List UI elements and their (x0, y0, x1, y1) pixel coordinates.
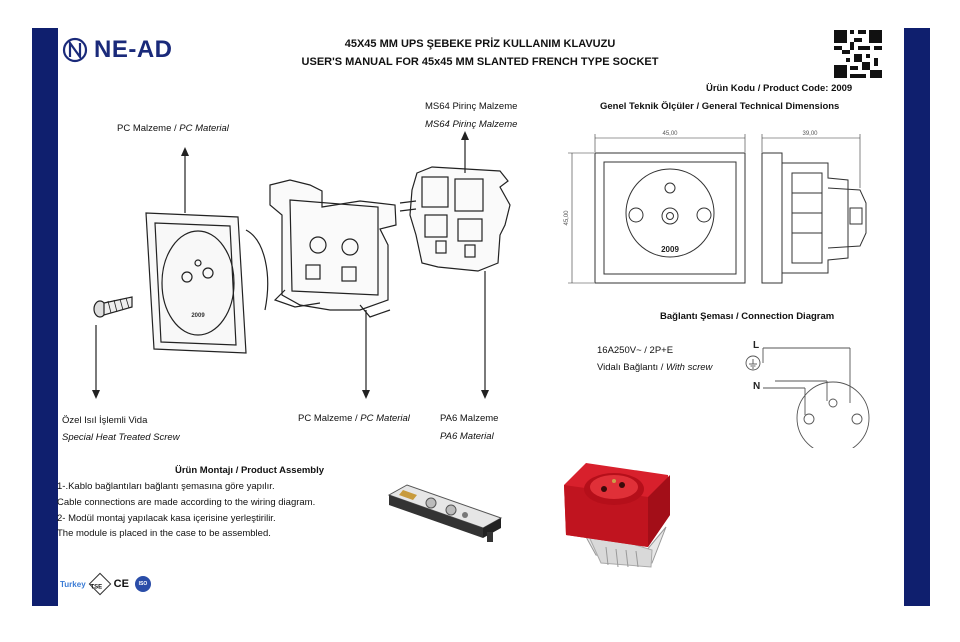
assembly-step2-tr: 2- Modül montaj yapılacak kasa içerisine… (57, 513, 276, 524)
assembly-step2-en: The module is placed in the case to be a… (57, 528, 271, 539)
cover-material-label: PC Malzeme / PC Material (117, 123, 229, 134)
tse-logo: TSE (88, 572, 111, 596)
front-face-number: 2009 (661, 245, 679, 254)
right-decor-band (904, 28, 930, 606)
red-socket-photo (564, 463, 670, 568)
title-english: USER'S MANUAL FOR 45x45 MM SLANTED FRENC… (301, 56, 659, 68)
assembly-title: Ürün Montajı / Product Assembly (175, 465, 325, 476)
connection-title: Bağlantı Şeması / Connection Diagram (660, 311, 835, 322)
product-code: Ürün Kodu / Product Code: 2009 (706, 83, 853, 94)
pa6-material-tr: PA6 Malzeme (440, 413, 499, 424)
screw-illustration (93, 296, 133, 318)
electrical-rating: 16A250V~ / 2P+E (597, 345, 674, 356)
dimension-drawing: 45,00 45,00 39,00 2009 (564, 131, 867, 284)
qr-code-icon (834, 30, 882, 78)
screw-connection-tr: Vidalı Bağlantı / (597, 362, 667, 373)
module-photo (387, 484, 503, 542)
assembly-step1-en: Cable connections are made according to … (57, 497, 316, 508)
frame-material-tr: PC Malzeme / (298, 413, 361, 424)
wiring-diagram: L N (745, 340, 870, 448)
live-label: L (753, 340, 759, 351)
turkey-logo: Turkey (60, 579, 86, 589)
brass-material-tr: MS64 Pirinç Malzeme (425, 101, 518, 112)
terminal-block-illustration (399, 166, 511, 272)
cover-face-number: 2009 (191, 313, 205, 319)
exploded-view-drawing: 2009 (92, 131, 511, 399)
screw-connection-en: With screw (666, 362, 713, 373)
cover-material-en: PC Material (179, 123, 229, 134)
cover-plate-illustration (145, 212, 269, 354)
frame-material-en: PC Material (360, 413, 410, 424)
screw-label-en: Special Heat Treated Screw (62, 432, 180, 443)
height-dimension: 45,00 (564, 210, 570, 226)
iso-logo: ISO (134, 576, 151, 592)
width-dimension: 45,00 (662, 131, 678, 137)
brand-logo: NE-AD (62, 36, 173, 64)
title-turkish: 45X45 MM UPS ŞEBEKE PRİZ KULLANIM KLAVUZ… (344, 38, 616, 50)
screw-connection-label: Vidalı Bağlantı / With screw (597, 362, 712, 373)
cover-material-tr: PC Malzeme / (117, 123, 180, 134)
assembly-step1-tr: 1-.Kablo bağlantıları bağlantı şemasına … (57, 481, 275, 492)
frame-illustration (269, 179, 397, 318)
brand-mark-icon (62, 37, 88, 63)
pa6-material-en: PA6 Material (440, 431, 494, 442)
dimensions-title: Genel Teknik Ölçüler / General Technical… (600, 101, 840, 112)
brand-name: NE-AD (94, 36, 173, 63)
neutral-label: N (753, 381, 760, 392)
tse-text: TSE (90, 584, 102, 591)
left-decor-band (32, 28, 58, 606)
ce-mark: CE (113, 578, 129, 590)
certification-logos: Turkey TSE CE ISO (60, 572, 151, 596)
screw-label-tr: Özel Isıl İşlemli Vida (62, 415, 148, 426)
frame-material-label: PC Malzeme / PC Material (298, 413, 410, 424)
depth-dimension: 39,00 (802, 131, 818, 137)
brass-material-en: MS64 Pirinç Malzeme (425, 119, 518, 130)
